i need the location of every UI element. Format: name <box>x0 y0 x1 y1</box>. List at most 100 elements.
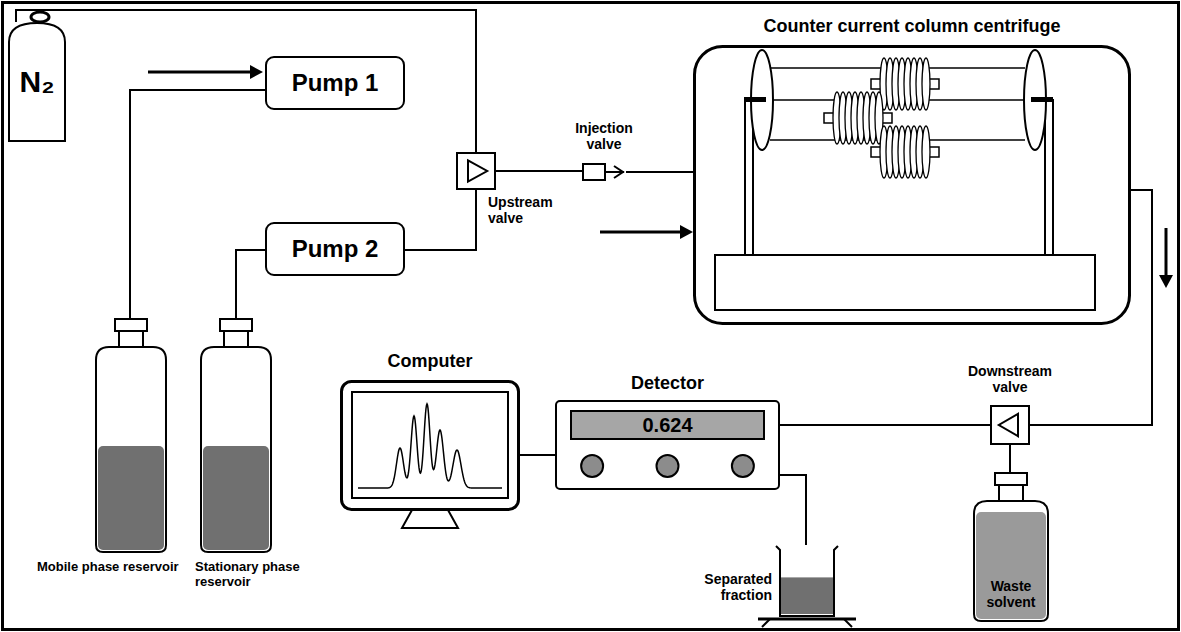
flow-arrow <box>600 225 693 239</box>
housing-outline <box>695 47 1130 324</box>
node-label: Mobile phase reservoir <box>37 560 193 575</box>
node-label: Upstream valve <box>488 194 566 226</box>
beaker-outline <box>776 545 838 617</box>
beaker-liquid <box>781 577 833 614</box>
bottle-neck <box>224 331 248 347</box>
flow-arrow <box>1159 228 1173 288</box>
coil-turn <box>922 58 930 110</box>
injector-outline <box>582 162 626 182</box>
computer-monitor: Computer <box>340 380 520 530</box>
node-label: Separated fraction <box>682 571 772 603</box>
flow-arrow-head <box>1159 275 1173 288</box>
gas-cylinder: N₂ <box>8 22 66 142</box>
monitor-case <box>342 382 519 510</box>
monitor-screen <box>352 392 508 498</box>
housing-outline <box>693 45 1131 325</box>
centrifuge-illustration <box>715 50 1095 310</box>
node-label: Pump 1 <box>265 69 405 97</box>
valve-triangle <box>468 160 487 181</box>
pipe-connector <box>16 10 476 152</box>
control-knob <box>657 455 679 477</box>
beaker-stand <box>758 619 856 627</box>
bottle-outline <box>95 318 167 553</box>
centrifuge-base <box>715 255 1095 310</box>
axle-bar <box>744 97 766 102</box>
node-label: Computer <box>340 351 520 372</box>
cylinder-body <box>9 23 65 141</box>
pipe-connector <box>520 454 555 456</box>
display-reading: 0.624 <box>570 410 765 440</box>
frame-border <box>3 3 1179 630</box>
monitor-stand <box>402 510 458 528</box>
node-label: N₂ <box>8 65 66 100</box>
bottle-liquid <box>976 512 1046 619</box>
pipe-connector <box>1030 190 1152 425</box>
flow-arrow-head <box>250 65 263 79</box>
node-label: Detector <box>555 373 780 394</box>
bottle-liquid <box>98 446 164 550</box>
bottle-cap <box>995 473 1027 485</box>
flow-arrow-shaft <box>600 231 681 234</box>
detector-unit: Detector0.624 <box>555 400 780 490</box>
pipe-connector <box>236 250 265 318</box>
pipe-connector <box>496 170 582 172</box>
node-label: Counter current column centrifuge <box>693 16 1131 37</box>
flow-arrow-shaft <box>1165 228 1168 276</box>
pipe-connector <box>405 190 476 250</box>
flow-arrow <box>148 65 263 79</box>
column-coils <box>824 58 939 178</box>
injector-arrow <box>614 166 623 178</box>
collection-beaker: Separated fraction <box>776 545 838 617</box>
computer-outline <box>340 380 520 530</box>
valve-symbol: Downstream valve <box>990 405 1030 445</box>
solvent-bottle: Mobile phase reservoir <box>95 318 167 553</box>
control-knob <box>581 455 603 477</box>
stand-leg <box>762 619 770 627</box>
solvent-bottle: Stationary phase reservoir <box>200 318 272 553</box>
bottle-body <box>96 347 166 552</box>
centrifuge-housing: Counter current column centrifuge <box>693 45 1131 325</box>
bottle-liquid <box>203 446 269 550</box>
pipe-connector <box>780 424 990 426</box>
bottle-body <box>201 347 271 552</box>
bottle-neck <box>119 331 143 347</box>
bottle-outline <box>200 318 272 553</box>
valve-body <box>457 153 495 189</box>
valveR-outline <box>456 152 496 190</box>
axle-bar <box>1031 97 1053 102</box>
pipe-connector <box>1009 445 1011 472</box>
bottle-cap <box>220 319 252 331</box>
chromatogram-trace <box>358 404 502 488</box>
beaker-glass <box>776 546 838 616</box>
cylinder-ring <box>31 12 49 22</box>
flow-arrow-head <box>680 225 693 239</box>
node-label: Downstream valve <box>960 363 1060 395</box>
waste-bottle: Waste solvent <box>973 472 1049 622</box>
control-knob <box>732 455 754 477</box>
flow-arrow-shaft <box>148 71 251 74</box>
injection-valve: Injection valve <box>582 162 626 182</box>
node-label: Injection valve <box>560 120 648 152</box>
stand-plate <box>758 618 856 621</box>
bottle-cap <box>115 319 147 331</box>
valve-symbol: Upstream valve <box>456 152 496 190</box>
node-label: Pump 2 <box>265 235 405 263</box>
node-label: Waste solvent <box>977 578 1045 610</box>
coil-turn <box>922 126 930 178</box>
valve-body <box>991 406 1029 444</box>
box-outline <box>266 57 404 109</box>
box-outline <box>266 223 404 275</box>
stand-leg <box>844 619 852 627</box>
detector-case <box>556 401 779 489</box>
bottle-body <box>974 501 1048 621</box>
injector-body <box>583 164 605 180</box>
pipe-connector <box>626 171 693 173</box>
pump-box: Pump 1 <box>265 56 405 110</box>
pump-box: Pump 2 <box>265 222 405 276</box>
valve-triangle <box>999 414 1018 436</box>
bottle-neck <box>999 485 1023 501</box>
coil-column <box>871 126 939 178</box>
support-post <box>1045 100 1053 255</box>
valveL-outline <box>990 405 1030 445</box>
